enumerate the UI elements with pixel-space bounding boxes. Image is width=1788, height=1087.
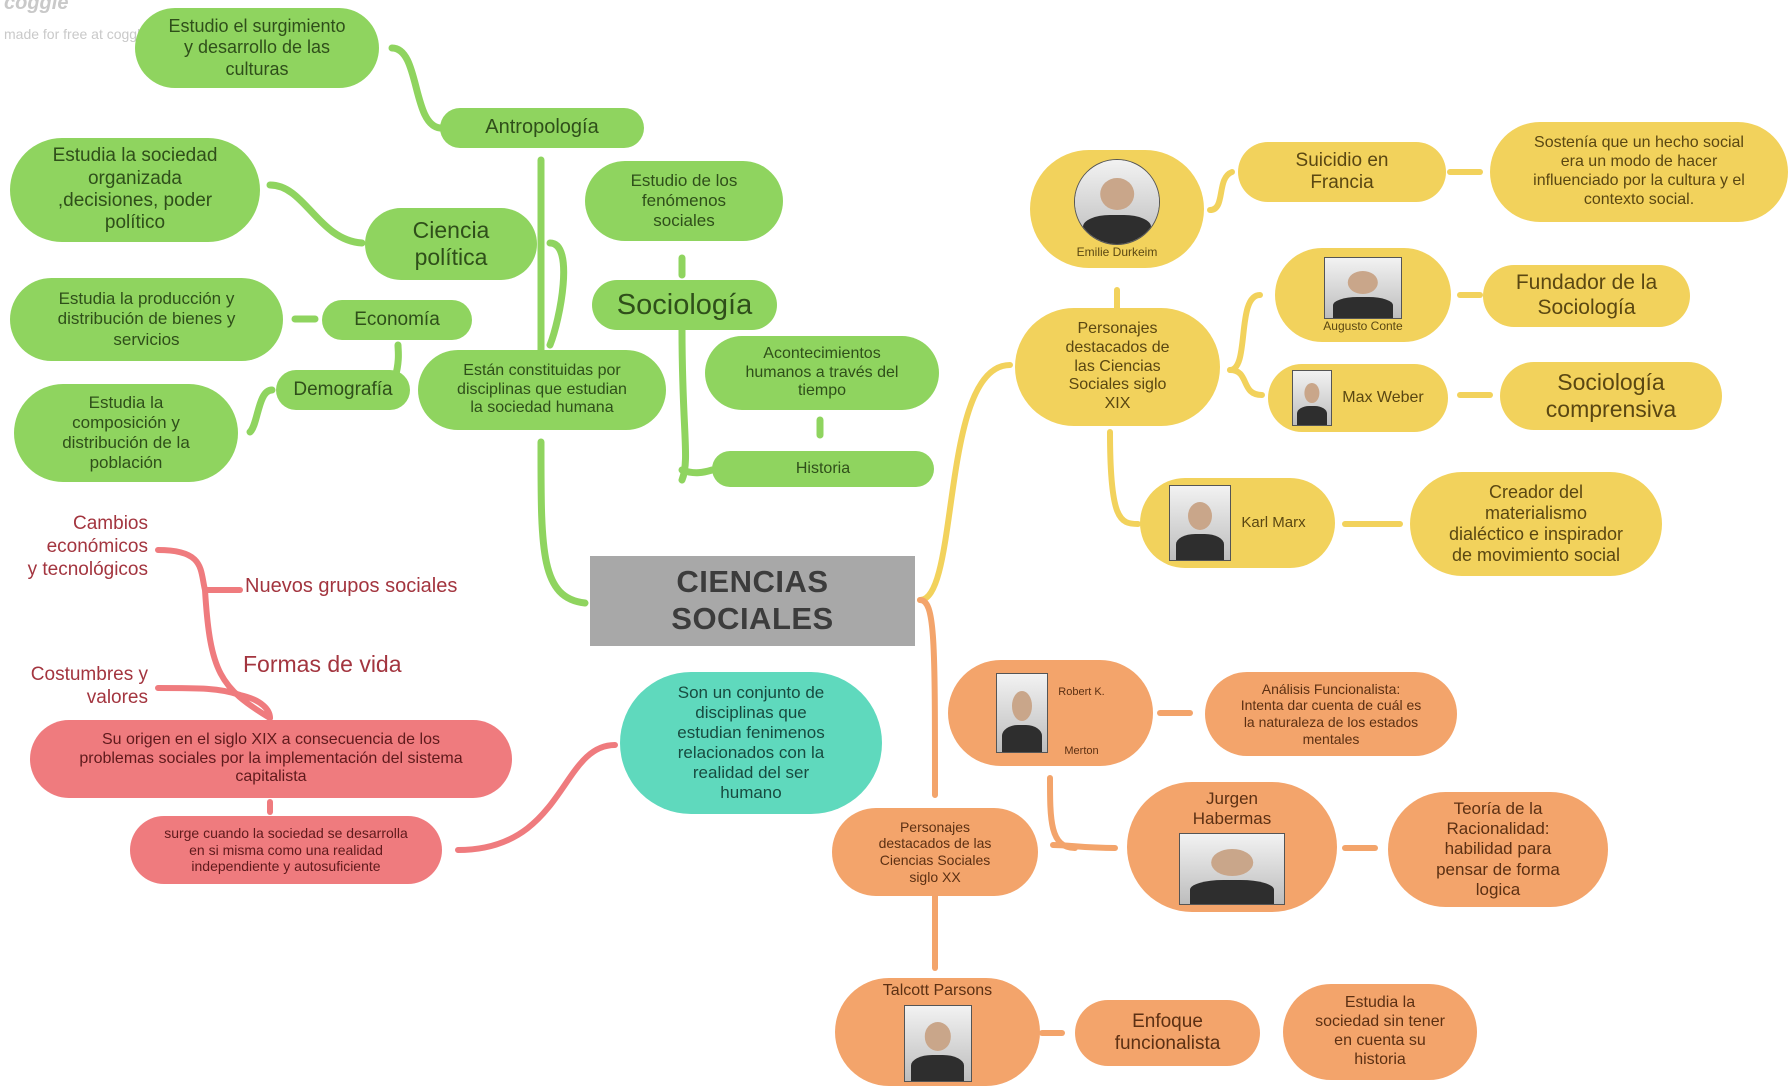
node-historia[interactable]: Historia (712, 451, 934, 487)
comte-caption: Augusto Conte (1323, 318, 1403, 333)
link-historia-node (678, 466, 716, 477)
text-costumbres[interactable]: Costumbres y valores (30, 664, 148, 708)
durkheim-caption: Emilie Durkeim (1076, 244, 1158, 259)
parsons-caption: Talcott Parsons (882, 982, 993, 999)
text-formas-vida[interactable]: Formas de vida (243, 651, 402, 677)
node-parsons[interactable]: Talcott Parsons (835, 978, 1040, 1086)
link-marx (1107, 429, 1141, 527)
green-connectors (246, 44, 824, 607)
node-surge[interactable]: surge cuando la sociedad se desarrolla e… (130, 816, 442, 884)
central-node[interactable]: CIENCIAS SOCIALES (590, 556, 915, 646)
node-funcionalista-desc[interactable]: Análisis Funcionalista: Intenta dar cuen… (1205, 672, 1457, 756)
link-comte (1227, 292, 1263, 373)
node-historia-desc[interactable]: Acontecimientos humanos a través del tie… (705, 336, 939, 410)
habermas-portrait (1179, 833, 1285, 906)
link-demografia-desc (246, 386, 276, 436)
orange-connectors (917, 597, 1378, 1036)
node-comte[interactable]: Augusto Conte (1275, 248, 1451, 342)
node-durkheim[interactable]: Emilie Durkeim (1030, 150, 1204, 268)
link-central-red (455, 742, 618, 853)
node-politica[interactable]: Ciencia política (365, 208, 537, 280)
node-sociologia[interactable]: Sociología (592, 280, 777, 330)
node-materialismo[interactable]: Creador del materialismo dialéctico e in… (1410, 472, 1662, 576)
link-central-orange (917, 597, 938, 798)
weber-caption: Max Weber (1342, 388, 1424, 406)
node-comprensiva[interactable]: Sociología comprensiva (1500, 362, 1722, 430)
comte-portrait (1324, 256, 1402, 319)
link-central-green (537, 438, 589, 607)
node-habermas[interactable]: Jurgen Habermas (1127, 782, 1337, 912)
coggle-watermark: made for free at coggle.it (4, 26, 159, 42)
node-fundador[interactable]: Fundador de la Sociología (1483, 265, 1690, 327)
node-economia[interactable]: Economía (322, 300, 472, 340)
node-suicidio[interactable]: Suicidio en Francia (1238, 142, 1446, 202)
link-habermas (1047, 775, 1078, 851)
node-disciplinas[interactable]: Están constituidas por disciplinas que e… (418, 350, 666, 430)
node-antropologia[interactable]: Antropología (440, 108, 644, 148)
node-enfoque[interactable]: Enfoque funcionalista (1075, 1000, 1260, 1066)
link-costumbres (155, 685, 273, 721)
merton-portrait (996, 673, 1049, 753)
node-sociologia-desc[interactable]: Estudio de los fenómenos sociales (585, 161, 783, 241)
link-politica-desc (266, 181, 366, 247)
weber-portrait (1292, 370, 1333, 426)
link-weber (1227, 367, 1265, 398)
node-personajes-xx[interactable]: Personajes destacados de las Ciencias So… (832, 808, 1038, 896)
link-habermas-node (1050, 842, 1118, 851)
node-politica-desc[interactable]: Estudia la sociedad organizada ,decision… (10, 138, 260, 242)
merton-caption: Robert K. Merton (1058, 686, 1105, 758)
node-suicidio-desc[interactable]: Sostenía que un hecho social era un modo… (1490, 122, 1788, 222)
yellow-connectors (917, 169, 1493, 603)
coggle-logo: coggle (4, 0, 69, 14)
node-economia-desc[interactable]: Estudia la producción y distribución de … (10, 278, 283, 361)
link-central-yellow (917, 362, 1013, 603)
habermas-caption: Jurgen Habermas (1192, 788, 1272, 828)
node-origen[interactable]: Su origen en el siglo XIX a consecuencia… (30, 720, 512, 798)
text-cambios[interactable]: Cambios económicos y tecnológicos (27, 513, 148, 580)
parsons-portrait (903, 1004, 972, 1082)
link-suicidio (1207, 169, 1235, 213)
node-demografia-desc[interactable]: Estudia la composición y distribución de… (14, 384, 238, 482)
node-weber[interactable]: Max Weber (1268, 364, 1448, 432)
node-antropologia-desc[interactable]: Estudio el surgimiento y desarrollo de l… (135, 8, 379, 88)
marx-caption: Karl Marx (1241, 514, 1306, 532)
node-personajes-xix[interactable]: Personajes destacados de las Ciencias So… (1015, 308, 1220, 426)
node-merton[interactable]: Robert K. Merton (948, 660, 1153, 766)
node-marx[interactable]: Karl Marx (1140, 478, 1335, 568)
durkheim-portrait (1074, 158, 1160, 245)
marx-portrait (1169, 485, 1232, 561)
text-nuevos-grupos[interactable]: Nuevos grupos sociales (245, 575, 458, 597)
node-enfoque-desc[interactable]: Estudia la sociedad sin tener en cuenta … (1283, 984, 1477, 1080)
link-antropologia-desc (388, 44, 444, 132)
link-historia (678, 326, 690, 484)
node-definicion[interactable]: Son un conjunto de disciplinas que estud… (620, 672, 882, 814)
node-racionalidad[interactable]: Teoría de la Racionalidad: habilidad par… (1388, 792, 1608, 907)
red-connectors (155, 547, 618, 853)
node-demografia[interactable]: Demografía (276, 370, 410, 410)
link-politica (546, 239, 568, 349)
